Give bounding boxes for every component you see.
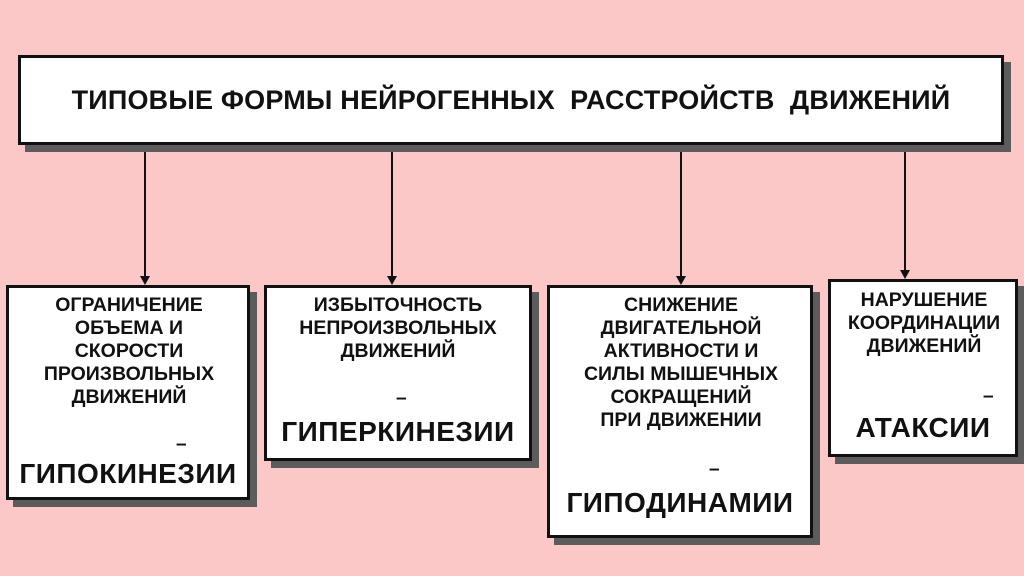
box-term: ГИПОКИНЕЗИИ bbox=[19, 458, 237, 489]
box-description: НАРУШЕНИЕ КООРДИНАЦИИ ДВИЖЕНИЙ bbox=[847, 289, 1001, 357]
box-hyperkinesia: ИЗБЫТОЧНОСТЬ НЕПРОИЗВОЛЬНЫХ ДВИЖЕНИЙ – Г… bbox=[264, 285, 532, 461]
box-description: СНИЖЕНИЕ ДВИГАТЕЛЬНОЙ АКТИВНОСТИ И СИЛЫ … bbox=[583, 294, 779, 431]
box-hypodynamia: СНИЖЕНИЕ ДВИГАТЕЛЬНОЙ АКТИВНОСТИ И СИЛЫ … bbox=[547, 285, 813, 538]
box-term: ГИПОДИНАМИИ bbox=[566, 487, 794, 518]
box-dash: – bbox=[709, 459, 720, 480]
box-dash: – bbox=[983, 386, 994, 407]
box-ataxia: НАРУШЕНИЕ КООРДИНАЦИИ ДВИЖЕНИЙ – АТАКСИИ bbox=[828, 279, 1018, 457]
box-hypokinesia: ОГРАНИЧЕНИЕ ОБЪЕМА И СКОРОСТИ ПРОИЗВОЛЬН… bbox=[6, 285, 250, 500]
box-dash: – bbox=[396, 388, 407, 409]
box-description: ИЗБЫТОЧНОСТЬ НЕПРОИЗВОЛЬНЫХ ДВИЖЕНИЙ bbox=[299, 294, 497, 362]
box-term: АТАКСИИ bbox=[855, 412, 991, 443]
box-dash: – bbox=[176, 434, 187, 455]
box-description: ОГРАНИЧЕНИЕ ОБЪЕМА И СКОРОСТИ ПРОИЗВОЛЬН… bbox=[43, 294, 215, 408]
diagram-title: ТИПОВЫЕ ФОРМЫ НЕЙРОГЕННЫХ РАССТРОЙСТВ ДВ… bbox=[71, 84, 951, 115]
title-box: ТИПОВЫЕ ФОРМЫ НЕЙРОГЕННЫХ РАССТРОЙСТВ ДВ… bbox=[18, 55, 1004, 145]
box-term: ГИПЕРКИНЕЗИИ bbox=[281, 416, 515, 447]
